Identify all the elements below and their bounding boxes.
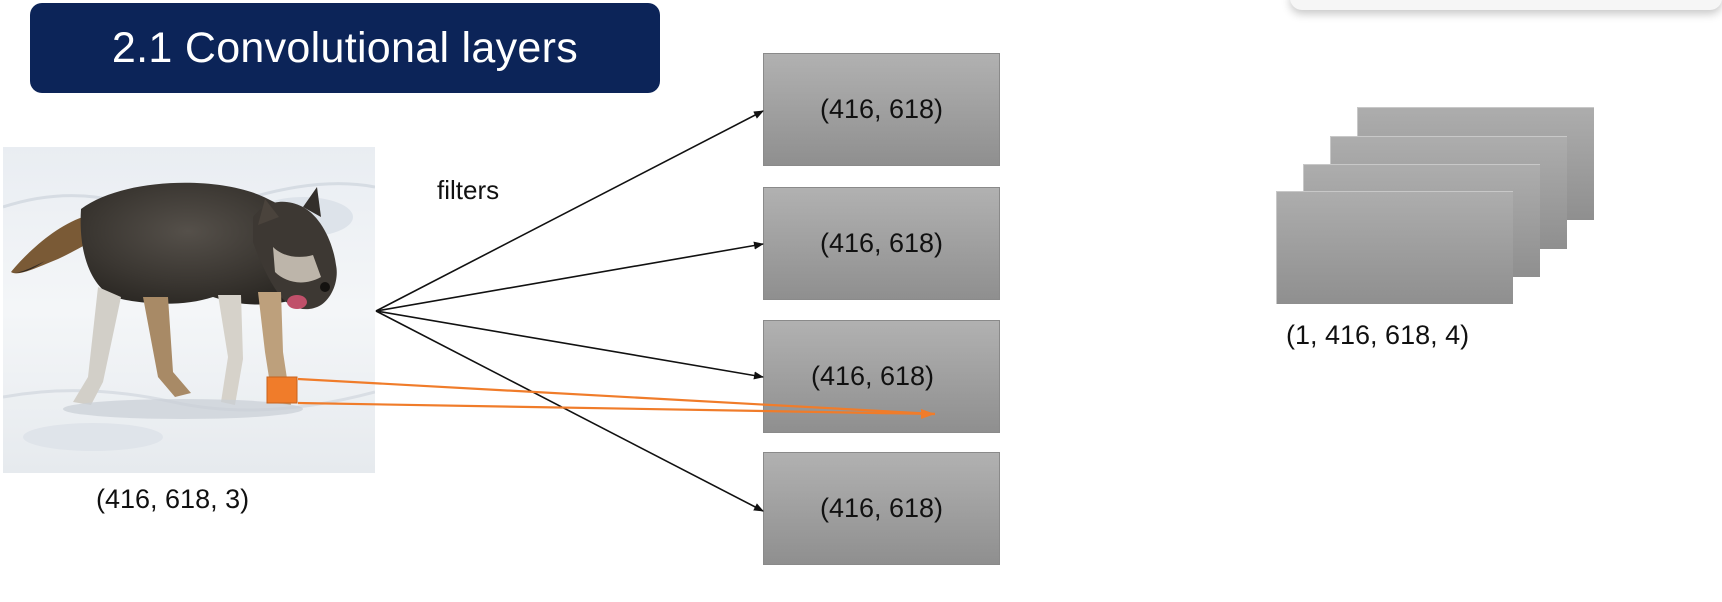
filter-arrow-1 (375, 110, 764, 312)
feature-map-4: (416, 618) (763, 452, 1000, 565)
input-image (3, 147, 375, 473)
filter-arrow-2 (375, 241, 764, 312)
filter-arrow-3 (375, 310, 764, 380)
slide-title: 2.1 Convolutional layers (111, 23, 579, 72)
feature-map-2-shape: (416, 618) (819, 228, 944, 258)
receptive-field-marker (266, 376, 298, 404)
feature-map-4-shape: (416, 618) (819, 493, 944, 523)
stacked-output-shape-label: (1, 416, 618, 4) (1286, 320, 1470, 350)
feature-map-1: (416, 618) (763, 53, 1000, 166)
stacked-map-1 (1276, 191, 1513, 304)
wolf-photo-icon (3, 147, 375, 473)
feature-map-1-shape: (416, 618) (819, 94, 944, 124)
top-edge-shadow (1290, 0, 1722, 10)
filter-arrow-4 (375, 310, 764, 512)
receptive-field-projection (297, 377, 936, 419)
title-banner: 2.1 Convolutional layers (30, 3, 660, 93)
feature-map-2: (416, 618) (763, 187, 1000, 300)
input-shape-label: (416, 618, 3) (96, 484, 250, 514)
filters-label: filters (437, 175, 500, 205)
feature-map-3-shape: (416, 618) (810, 361, 935, 391)
